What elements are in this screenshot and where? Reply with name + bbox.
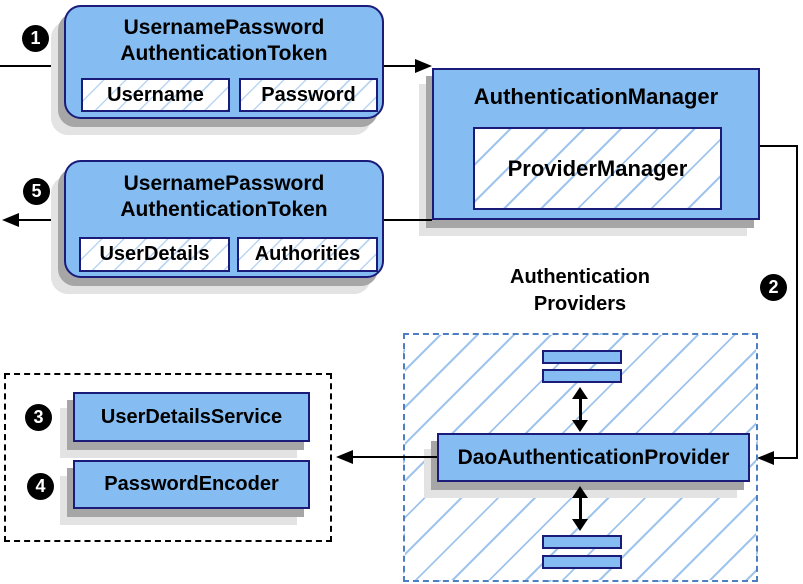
user-details-field-box: UserDetails bbox=[79, 237, 230, 272]
authentication-manager-box: AuthenticationManager ProviderManager bbox=[432, 68, 760, 220]
manager-to-response-line bbox=[384, 219, 432, 221]
provider-placeholder-bar bbox=[542, 350, 622, 364]
step-3-badge: 3 bbox=[25, 404, 52, 431]
double-arrow-down-icon bbox=[572, 420, 588, 432]
provider-manager-box: ProviderManager bbox=[473, 127, 722, 210]
user-details-service-label: UserDetailsService bbox=[100, 405, 283, 428]
request-token-title: UsernamePassword AuthenticationToken bbox=[66, 15, 382, 67]
manager-to-provider-line-bottom bbox=[773, 457, 798, 459]
authentication-providers-label-line2: Providers bbox=[533, 293, 627, 315]
username-field-box: Username bbox=[81, 78, 230, 112]
request-token-title-line2: AuthenticationToken bbox=[120, 42, 328, 65]
dao-to-services-arrowhead-icon bbox=[336, 450, 353, 464]
response-token-title-line2: AuthenticationToken bbox=[120, 198, 328, 221]
double-arrow-shaft bbox=[579, 397, 582, 422]
password-encoder-label: PasswordEncoder bbox=[104, 473, 279, 495]
user-details-field-label: UserDetails bbox=[99, 243, 210, 265]
request-token-box: UsernamePassword AuthenticationToken Use… bbox=[64, 5, 384, 119]
response-token-title: UsernamePassword AuthenticationToken bbox=[66, 171, 382, 223]
authentication-providers-label-line1: Authentication bbox=[510, 266, 650, 288]
step-1-badge: 1 bbox=[22, 25, 49, 52]
double-arrow-up-icon bbox=[572, 486, 588, 498]
step-5-badge: 5 bbox=[23, 178, 50, 205]
response-token-title-line1: UsernamePassword bbox=[123, 172, 325, 195]
step-4-number: 4 bbox=[35, 476, 46, 496]
provider-manager-label: ProviderManager bbox=[507, 155, 688, 181]
dao-authentication-provider-label: DaoAuthenticationProvider bbox=[457, 445, 730, 469]
response-token-box: UsernamePassword AuthenticationToken Use… bbox=[64, 160, 384, 278]
step-3-number: 3 bbox=[33, 407, 44, 427]
password-field-box: Password bbox=[239, 78, 378, 112]
dao-dependencies-group-box bbox=[4, 373, 332, 542]
manager-to-provider-arrowhead-icon bbox=[757, 451, 774, 465]
outgoing-response-arrowhead-icon bbox=[2, 213, 19, 227]
provider-placeholder-bar bbox=[542, 555, 622, 569]
manager-to-provider-line-top bbox=[760, 145, 798, 147]
user-details-service-box: UserDetailsService bbox=[73, 392, 310, 442]
manager-to-provider-line-vertical bbox=[796, 145, 798, 458]
step-2-badge: 2 bbox=[760, 274, 787, 301]
step-2-number: 2 bbox=[768, 277, 779, 297]
double-arrow-shaft bbox=[579, 496, 582, 521]
password-encoder-box: PasswordEncoder bbox=[73, 460, 310, 509]
provider-placeholder-bar bbox=[542, 369, 622, 383]
authentication-manager-label: AuthenticationManager bbox=[473, 84, 719, 109]
double-arrow-up-icon bbox=[572, 387, 588, 399]
outgoing-response-line bbox=[17, 219, 64, 221]
authorities-field-box: Authorities bbox=[237, 237, 378, 272]
step-4-badge: 4 bbox=[27, 473, 54, 500]
incoming-request-line bbox=[0, 65, 64, 67]
password-field-label: Password bbox=[261, 83, 356, 106]
provider-placeholder-bar bbox=[542, 535, 622, 549]
step-5-number: 5 bbox=[31, 181, 42, 201]
step-1-number: 1 bbox=[30, 28, 41, 48]
authentication-providers-label: Authentication Providers bbox=[430, 264, 730, 318]
double-arrow-down-icon bbox=[572, 519, 588, 531]
username-field-label: Username bbox=[107, 83, 204, 106]
authorities-field-label: Authorities bbox=[254, 243, 361, 265]
request-to-manager-line bbox=[384, 65, 416, 67]
dao-to-services-line bbox=[350, 456, 437, 458]
request-to-manager-arrowhead-icon bbox=[415, 59, 432, 73]
request-token-title-line1: UsernamePassword bbox=[123, 16, 325, 39]
dao-authentication-provider-box: DaoAuthenticationProvider bbox=[437, 433, 750, 482]
